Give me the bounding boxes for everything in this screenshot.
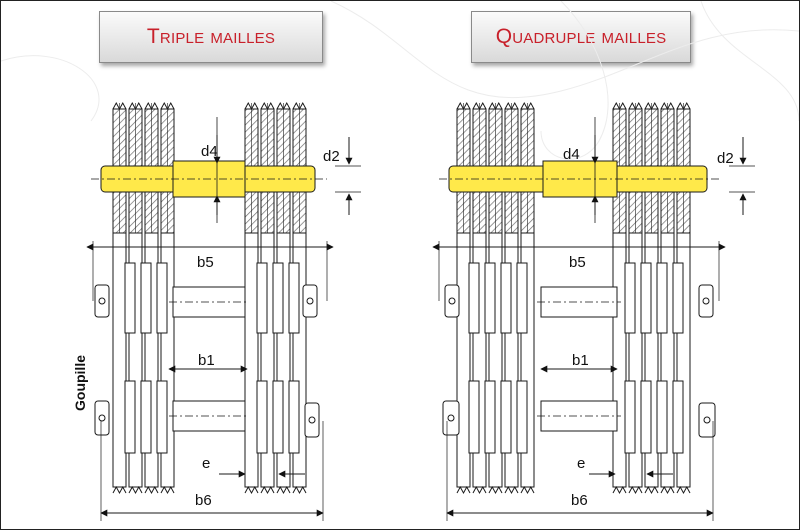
inner-link bbox=[640, 262, 652, 334]
cotter-hole bbox=[306, 297, 314, 305]
inner-link bbox=[156, 262, 168, 334]
inner-link bbox=[124, 262, 136, 334]
label-e-triple: e bbox=[202, 455, 210, 472]
inner-link bbox=[256, 262, 268, 334]
side-plate bbox=[612, 232, 627, 488]
inner-link bbox=[640, 380, 652, 454]
label-e-quadruple: e bbox=[577, 455, 585, 472]
cotter-hole bbox=[98, 414, 106, 422]
cotter-hole bbox=[447, 414, 455, 422]
inner-link bbox=[672, 262, 684, 334]
label-d2-quadruple: d2 bbox=[717, 150, 734, 167]
inner-link bbox=[468, 380, 480, 454]
inner-link bbox=[672, 380, 684, 454]
title-box-quadruple: Quadruple mailles bbox=[471, 11, 691, 63]
inner-link bbox=[656, 380, 668, 454]
plate-break-bottom bbox=[628, 485, 643, 495]
label-b5-triple: b5 bbox=[197, 254, 214, 271]
label-b5-quadruple: b5 bbox=[569, 254, 586, 271]
inner-link bbox=[500, 262, 512, 334]
label-b6-quadruple: b6 bbox=[571, 492, 588, 509]
plate-break-bottom bbox=[292, 485, 307, 495]
plate-break-bottom bbox=[644, 485, 659, 495]
label-d4-triple: d4 bbox=[201, 143, 218, 160]
inner-link bbox=[272, 380, 284, 454]
title-triple: Triple mailles bbox=[146, 25, 276, 48]
inner-link bbox=[124, 380, 136, 454]
inner-link bbox=[272, 262, 284, 334]
inner-link bbox=[516, 262, 528, 334]
inner-link bbox=[468, 262, 480, 334]
plate-break-bottom bbox=[128, 485, 143, 495]
cotter-hole bbox=[702, 297, 710, 305]
label-b6-triple: b6 bbox=[195, 492, 212, 509]
diagram-triple bbox=[86, 101, 361, 521]
label-b1-quadruple: b1 bbox=[572, 352, 589, 369]
inner-link bbox=[256, 380, 268, 454]
label-d2-triple: d2 bbox=[323, 148, 340, 165]
label-b1-triple: b1 bbox=[198, 352, 215, 369]
title-quadruple: Quadruple mailles bbox=[495, 25, 667, 48]
cotter-hole bbox=[308, 416, 316, 424]
label-goupille: Goupille bbox=[72, 355, 88, 411]
plate-break-bottom bbox=[456, 485, 471, 495]
inner-link bbox=[516, 380, 528, 454]
plate-break-bottom bbox=[472, 485, 487, 495]
cotter-hole bbox=[703, 416, 711, 424]
inner-link bbox=[624, 262, 636, 334]
label-d4-quadruple: d4 bbox=[563, 146, 580, 163]
inner-link bbox=[624, 380, 636, 454]
cotter-hole bbox=[98, 297, 106, 305]
plate-break-bottom bbox=[520, 485, 535, 495]
inner-link bbox=[484, 380, 496, 454]
plate-break-bottom bbox=[612, 485, 627, 495]
inner-link bbox=[484, 262, 496, 334]
title-box-triple: Triple mailles bbox=[99, 11, 323, 63]
plate-break-bottom bbox=[112, 485, 127, 495]
inner-link bbox=[156, 380, 168, 454]
background-swirls bbox=[1, 1, 799, 160]
plate-break-bottom bbox=[144, 485, 159, 495]
plate-break-bottom bbox=[660, 485, 675, 495]
diagram-quadruple bbox=[432, 101, 755, 521]
cotter-hole bbox=[448, 297, 456, 305]
plate-break-bottom bbox=[676, 485, 691, 495]
inner-link bbox=[288, 262, 300, 334]
plate-break-bottom bbox=[244, 485, 259, 495]
side-plate bbox=[456, 232, 471, 488]
side-plate bbox=[112, 232, 127, 488]
inner-link bbox=[288, 380, 300, 454]
inner-link bbox=[656, 262, 668, 334]
plate-break-bottom bbox=[504, 485, 519, 495]
plate-break-bottom bbox=[260, 485, 275, 495]
inner-link bbox=[140, 262, 152, 334]
inner-link bbox=[140, 380, 152, 454]
plate-break-bottom bbox=[160, 485, 175, 495]
plate-break-bottom bbox=[488, 485, 503, 495]
plate-break-bottom bbox=[276, 485, 291, 495]
side-plate bbox=[244, 232, 259, 488]
inner-link bbox=[500, 380, 512, 454]
